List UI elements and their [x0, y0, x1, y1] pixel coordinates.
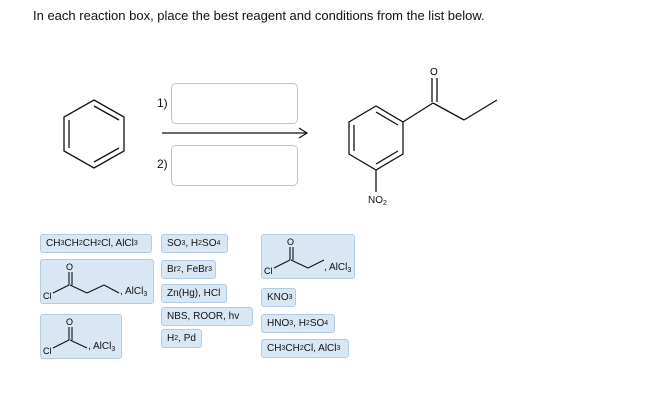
- formula-text: CH: [82, 238, 98, 249]
- chip-oxygen-label: O: [66, 262, 73, 272]
- reagent-zn-hg-hcl[interactable]: Zn(Hg), HCl: [161, 284, 227, 303]
- reagent-acetyl-chloride-alcl3[interactable]: O Cl , AlCl3: [40, 314, 122, 359]
- formula-text: Zn(Hg), HCl: [167, 288, 221, 299]
- formula-text: , H: [185, 238, 199, 249]
- reagent-butanoyl-chloride-alcl3[interactable]: O Cl , AlCl3: [40, 259, 154, 304]
- formula-text: Cl, AlCl: [101, 238, 134, 249]
- formula-text: , Pd: [178, 333, 196, 344]
- chip-alcl3-label: , AlCl3: [120, 286, 148, 298]
- chip-chlorine-label: Cl: [43, 346, 52, 356]
- formula-text: CH: [285, 343, 300, 354]
- formula-text: HNO: [267, 318, 290, 329]
- formula-text: KNO: [267, 292, 289, 303]
- formula-text: CH: [46, 238, 61, 249]
- product-oxygen-label: O: [430, 67, 438, 78]
- formula-text: CH: [64, 238, 79, 249]
- formula-text: , H: [293, 318, 306, 329]
- formula-text: CH: [267, 343, 282, 354]
- formula-text: Cl, AlCl: [303, 343, 337, 354]
- formula-text: NBS, ROOR, hv: [167, 311, 240, 322]
- formula-text: SO: [167, 238, 182, 249]
- reagent-propanoyl-chloride-alcl3[interactable]: O Cl , AlCl3: [261, 234, 355, 279]
- formula-text: H: [167, 333, 175, 344]
- chip-alcl3-label: , AlCl3: [88, 341, 116, 353]
- product-nitro-label: NO2: [368, 195, 387, 207]
- chip-alcl3-label: , AlCl3: [324, 262, 352, 274]
- chip-chlorine-label: Cl: [43, 291, 52, 301]
- product-structure: O: [348, 67, 498, 192]
- benzene-structure: [63, 99, 125, 169]
- chip-chlorine-label: Cl: [264, 266, 273, 276]
- formula-text: SO: [309, 318, 325, 329]
- reaction-arrow: [162, 127, 309, 139]
- formula-text: Br: [167, 264, 177, 275]
- acetyl-chloride-structure: O Cl: [43, 317, 88, 356]
- product-nitro-text: NO: [368, 195, 383, 206]
- propanoyl-chloride-structure: O Cl: [264, 237, 325, 276]
- chip-oxygen-label: O: [66, 317, 73, 327]
- formula-text: , FeBr: [180, 264, 209, 275]
- reaction-box-2[interactable]: [171, 145, 298, 186]
- reagent-nbs-roor-hv[interactable]: NBS, ROOR, hv: [161, 307, 253, 326]
- step-1-label: 1): [157, 96, 168, 110]
- product-nitro-sub: 2: [383, 200, 387, 207]
- formula-text: SO: [202, 238, 217, 249]
- reaction-box-1[interactable]: [171, 83, 298, 124]
- butanoyl-chloride-structure: O Cl: [43, 262, 120, 301]
- chip-oxygen-label: O: [287, 237, 294, 247]
- instruction-text: In each reaction box, place the best rea…: [33, 8, 485, 23]
- step-2-label: 2): [157, 157, 168, 171]
